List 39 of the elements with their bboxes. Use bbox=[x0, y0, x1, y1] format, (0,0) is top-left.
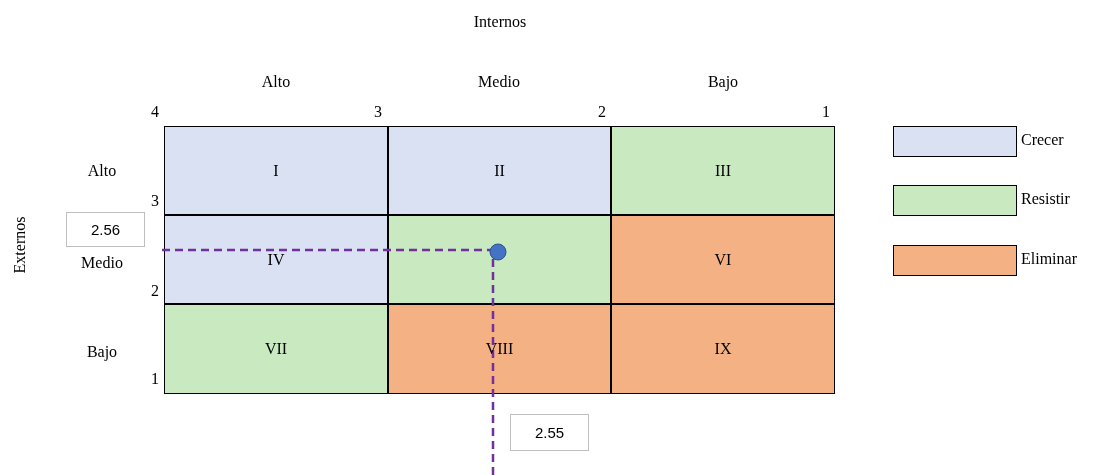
matrix-cell bbox=[611, 304, 835, 394]
quadrant-label: VI bbox=[714, 250, 732, 269]
matrix-cell bbox=[611, 215, 835, 304]
legend-label: Crecer bbox=[1021, 131, 1064, 149]
matrix-cell bbox=[388, 215, 611, 304]
axis-tick: 1 bbox=[151, 370, 159, 388]
quadrant-label: IX bbox=[714, 340, 732, 358]
matrix-cell bbox=[164, 304, 388, 394]
matrix-cell bbox=[164, 126, 388, 215]
value-box bbox=[510, 414, 589, 451]
axis-tick: 4 bbox=[151, 103, 159, 121]
column-label: Medio bbox=[478, 73, 520, 91]
matrix-cell bbox=[611, 126, 835, 215]
column-label: Alto bbox=[261, 73, 291, 91]
matrix-cell bbox=[164, 215, 388, 304]
row-label: Alto bbox=[87, 162, 117, 180]
axis-tick: 3 bbox=[374, 103, 382, 121]
legend-label: Resistir bbox=[1021, 190, 1070, 208]
legend-label: Eliminar bbox=[1021, 250, 1077, 268]
quadrant-label: I bbox=[273, 161, 279, 180]
matrix-cell bbox=[388, 304, 611, 394]
value-box bbox=[66, 212, 145, 247]
quadrant-label: IV bbox=[267, 250, 285, 269]
quadrant-label: VII bbox=[264, 340, 288, 358]
axis-tick: 3 bbox=[151, 192, 159, 210]
column-label: Bajo bbox=[707, 73, 739, 91]
value-label: 2.55 bbox=[534, 424, 565, 441]
value-label: 2.56 bbox=[90, 221, 121, 238]
quadrant-label: VIII bbox=[485, 340, 514, 358]
axis-title: Externos bbox=[11, 216, 29, 274]
axis-tick: 2 bbox=[598, 103, 606, 121]
row-label: Medio bbox=[81, 254, 123, 272]
axis-tick: 2 bbox=[151, 282, 159, 300]
quadrant-label: II bbox=[494, 161, 505, 180]
row-label: Bajo bbox=[86, 343, 118, 361]
quadrant-label: III bbox=[715, 161, 731, 180]
matrix-cell bbox=[388, 126, 611, 215]
axis-title: Internos bbox=[473, 13, 527, 31]
axis-tick: 1 bbox=[822, 103, 830, 121]
